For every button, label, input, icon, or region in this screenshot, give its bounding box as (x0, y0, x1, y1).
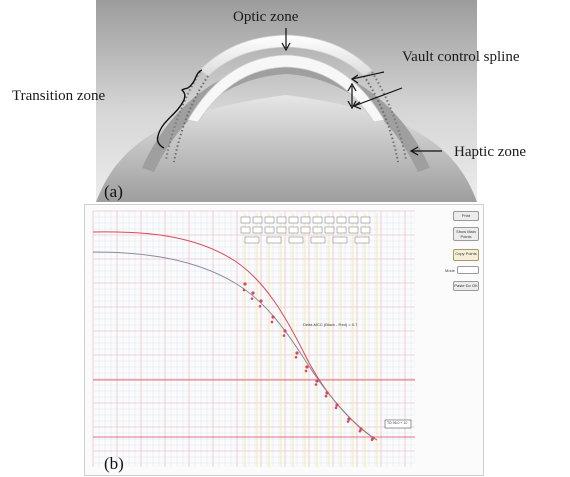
point-index-box[interactable] (348, 226, 359, 234)
transition-zone-label: Transition zone (12, 88, 106, 104)
point-index-box[interactable] (312, 226, 323, 234)
grid-yellow-verticals (244, 213, 378, 467)
vault-spline-right-inner (371, 71, 407, 161)
control-point[interactable] (259, 299, 263, 303)
control-point[interactable] (325, 391, 329, 395)
vault-spline-right-outer (363, 75, 399, 163)
control-point[interactable] (358, 429, 362, 433)
point-index-box[interactable] (336, 226, 347, 234)
point-index-box[interactable] (264, 226, 275, 234)
delta-annotation: Delta-MCC (Black - Red) = 0.7 (303, 322, 358, 327)
copy-points-button[interactable]: Copy Points (453, 249, 479, 261)
plot-area (92, 210, 415, 467)
vault-height-arrowhead-top (347, 82, 357, 92)
control-point[interactable] (359, 427, 363, 431)
panel-a-lens-diagram (96, 0, 477, 202)
point-index-box[interactable] (324, 226, 335, 234)
haptic-zone-arrowhead (409, 146, 419, 156)
vault-arrowhead-lower (352, 101, 362, 110)
control-point[interactable] (294, 355, 298, 359)
point-index-box[interactable] (266, 236, 282, 244)
point-index-box[interactable] (354, 236, 370, 244)
vault-height-arrowhead-bottom (347, 100, 357, 110)
point-index-box[interactable] (288, 216, 299, 224)
control-point[interactable] (250, 297, 254, 300)
panel-b-tag: (b) (104, 454, 124, 473)
point-index-box[interactable] (348, 216, 359, 224)
control-point[interactable] (283, 329, 287, 333)
control-point[interactable] (270, 320, 274, 324)
mode-field[interactable] (457, 266, 479, 274)
control-point[interactable] (324, 394, 328, 398)
show-main-points-button[interactable]: Show Main Points (453, 227, 479, 241)
mode-label: Mode (445, 268, 456, 273)
control-point[interactable] (314, 383, 318, 386)
vault-arrow-upper (351, 71, 385, 80)
control-point[interactable] (251, 291, 255, 295)
control-point[interactable] (271, 315, 275, 319)
control-point[interactable] (335, 403, 339, 407)
print-button[interactable]: Print (453, 211, 479, 221)
panel-a-tag: (a) (104, 182, 123, 201)
td-box (384, 419, 412, 429)
gray-spline-curve (92, 251, 378, 441)
vault-arrowhead-upper (350, 74, 359, 84)
panel-b-spline-editor: Print Show Main Points Copy Points Mode … (84, 204, 484, 476)
eye-surface (96, 95, 477, 202)
point-index-box[interactable] (240, 216, 251, 224)
point-index-box[interactable] (332, 236, 348, 244)
paste-button[interactable]: Paste Do OK (453, 281, 479, 291)
optic-zone-label: Optic zone (233, 9, 299, 25)
control-point[interactable] (370, 438, 374, 442)
control-point[interactable] (334, 406, 338, 410)
td-box-label: TD 96.0 + 10 (387, 421, 408, 425)
point-index-box[interactable] (276, 216, 287, 224)
point-index-box[interactable] (300, 216, 311, 224)
point-index-box[interactable] (240, 226, 251, 234)
control-point[interactable] (305, 365, 309, 369)
control-point[interactable] (258, 305, 262, 308)
point-index-box[interactable] (252, 226, 263, 234)
control-point[interactable] (346, 420, 350, 423)
point-index-boxes (240, 216, 371, 244)
control-point[interactable] (295, 351, 299, 355)
control-point[interactable] (243, 282, 247, 286)
control-point[interactable] (347, 417, 351, 421)
vault-arrow-lower (353, 87, 403, 107)
lens-shell-lower (187, 54, 385, 123)
red-spline-curve (92, 231, 378, 441)
control-point[interactable] (304, 369, 308, 373)
point-index-box[interactable] (288, 226, 299, 234)
point-index-box[interactable] (288, 236, 304, 244)
grid-major (92, 210, 415, 467)
vault-spline-left-outer (173, 75, 209, 163)
control-point[interactable] (315, 379, 319, 383)
point-index-box[interactable] (244, 236, 260, 244)
point-index-box[interactable] (312, 216, 323, 224)
transition-zone-bracket (156, 69, 203, 149)
point-index-box[interactable] (336, 216, 347, 224)
point-index-box[interactable] (276, 226, 287, 234)
point-index-box[interactable] (360, 216, 371, 224)
control-point[interactable] (282, 334, 286, 337)
point-index-box[interactable] (264, 216, 275, 224)
control-point[interactable] (242, 288, 246, 292)
grid-minor (92, 210, 415, 467)
optic-zone-arrowhead (281, 42, 291, 52)
lens-illustration (96, 0, 477, 202)
control-points (242, 282, 375, 442)
point-index-box[interactable] (360, 226, 371, 234)
point-index-box[interactable] (310, 236, 326, 244)
point-index-box[interactable] (324, 216, 335, 224)
point-index-box[interactable] (300, 226, 311, 234)
point-index-box[interactable] (252, 216, 263, 224)
vault-control-spline-label: Vault control spline (402, 49, 520, 65)
haptic-zone-label: Haptic zone (454, 144, 527, 160)
